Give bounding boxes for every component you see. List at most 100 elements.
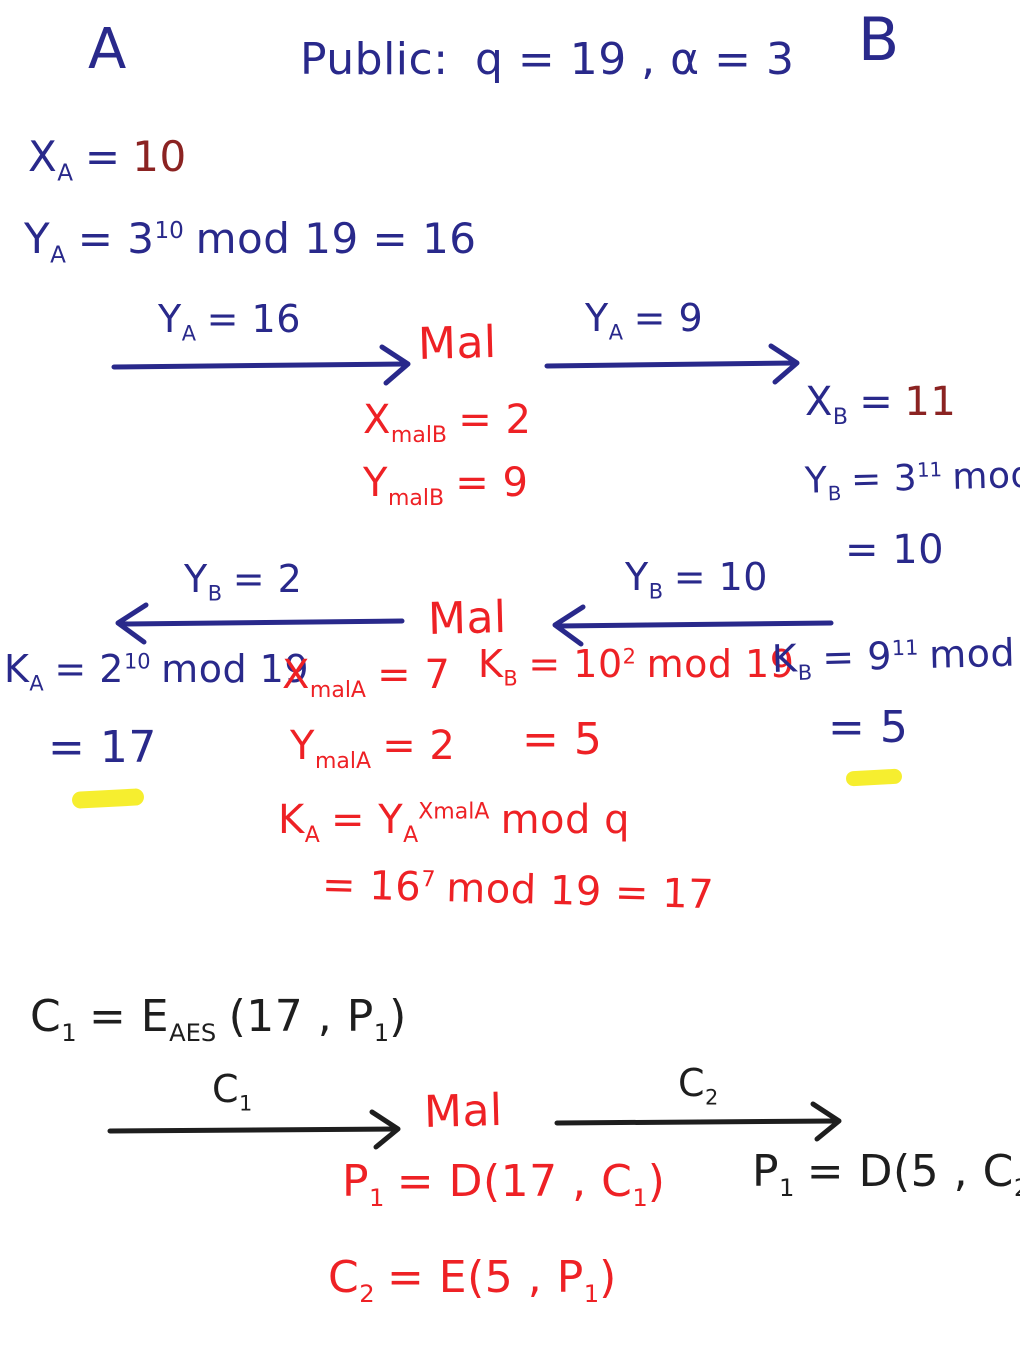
var-sub: A: [50, 242, 66, 269]
arrow-label-ya16: YA= 16: [158, 300, 301, 345]
var-sub: malB: [390, 423, 448, 448]
var-sub: B: [797, 660, 813, 685]
equals: = 3: [77, 214, 155, 263]
value: = 2: [232, 557, 303, 601]
equals: = 9: [821, 633, 893, 680]
equals: = 2: [54, 647, 124, 691]
var-sub2: 1: [583, 1279, 600, 1308]
value: = 7: [377, 652, 451, 698]
equals: =: [859, 379, 894, 425]
text-segment: mod 19: [928, 629, 1020, 677]
var-base: C: [328, 1252, 360, 1303]
text-segment: = D(17 , C: [396, 1156, 633, 1207]
var-sub: 2: [705, 1085, 719, 1110]
var-base: Y: [290, 723, 315, 769]
mal-text: Mal: [423, 1084, 504, 1139]
var-base: Y: [184, 557, 208, 601]
var-base: Y: [24, 214, 51, 263]
equals: =: [84, 132, 121, 181]
formula-y-mala: YmalA = 2: [290, 726, 455, 773]
var-sub: B: [207, 581, 223, 606]
exponent: XmalA: [418, 799, 490, 825]
value: = 2: [382, 723, 456, 769]
var-base: C: [30, 991, 62, 1042]
var-base: Y: [804, 460, 828, 502]
arrow-c2: [554, 1101, 842, 1142]
text-segment: mod 19 = 16: [195, 214, 477, 263]
var-sub: B: [648, 579, 664, 604]
var-sub: A: [304, 823, 320, 848]
arrow-mal-to-a: [115, 602, 405, 645]
formula-kb: KB = 911 mod 19: [771, 629, 1020, 685]
text-segment: mod 19: [951, 453, 1020, 498]
var-base: C: [212, 1067, 240, 1111]
var-base: X: [363, 397, 391, 443]
mal-text: Mal: [427, 591, 508, 646]
formula-kb-mal-result: = 5: [522, 718, 602, 762]
close-paren: ): [599, 1252, 617, 1303]
arrow-c1: [107, 1109, 401, 1150]
var-base: P: [342, 1156, 370, 1207]
text-segment: mod 19: [646, 642, 795, 686]
arrow-label-c1: C1: [212, 1070, 252, 1115]
var-base: K: [771, 636, 798, 681]
formula-p1-mal: P1= D(17 , C1): [342, 1160, 665, 1210]
arrow-a-to-mal: [111, 344, 411, 386]
var-sub: 1: [239, 1091, 253, 1116]
var-base: Y: [363, 460, 388, 506]
var-sub: malB: [387, 486, 445, 511]
party-b-label: B: [858, 10, 900, 70]
equals: = 16: [321, 861, 422, 911]
var-base: X: [805, 379, 833, 425]
value: = 10: [845, 527, 945, 573]
exponent: 11: [891, 635, 919, 661]
var-sub: B: [503, 666, 518, 691]
formula-p1-bob: P1= D(5 , C2): [752, 1150, 1020, 1200]
mal-label-1: Mal: [417, 317, 497, 370]
var-base: K: [478, 642, 504, 686]
highlight-ka-result: [71, 788, 145, 809]
formula-xb: XB=11: [805, 382, 956, 429]
var-base: X: [28, 132, 58, 181]
formula-c1: C1= EAES(17 , P1): [30, 995, 407, 1045]
var-sub: A: [57, 160, 74, 187]
var-base: C: [678, 1061, 706, 1105]
var-base: Y: [585, 296, 609, 340]
formula-y-malb: YmalB = 9: [363, 463, 528, 510]
formula-x-malb: XmalB= 2: [363, 400, 531, 447]
arrow-label-yb2: YB = 2: [184, 560, 302, 605]
var-base: K: [4, 647, 30, 691]
arrow-label-c2: C2: [678, 1064, 718, 1109]
var-base: K: [278, 797, 305, 843]
var-sub: A: [181, 321, 197, 346]
value: 11: [904, 379, 957, 425]
mal-label-3: Mal: [423, 1085, 503, 1138]
value: = 17: [48, 722, 157, 773]
text-segment: = E(5 , P: [386, 1252, 584, 1303]
exponent: 11: [916, 458, 943, 482]
var-sub2: 2: [1014, 1174, 1020, 1202]
var-sub2: 1: [632, 1183, 648, 1212]
var-sub: 1: [61, 1018, 77, 1047]
formula-xa: XA=10: [28, 136, 187, 185]
value: = 9: [455, 460, 529, 506]
exponent: 2: [622, 644, 636, 669]
formula-yb-result: = 10: [845, 530, 944, 570]
public-params: q = 19 , α = 3: [474, 34, 795, 85]
mal-label-2: Mal: [427, 592, 507, 645]
equals: = Y: [330, 797, 404, 843]
exponent: 10: [123, 649, 151, 674]
text-segment: mod 19 = 17: [445, 865, 715, 919]
mal-text: Mal: [417, 316, 498, 371]
var-base: P: [752, 1146, 780, 1197]
var-base: Y: [625, 555, 649, 599]
arrow-label-ya9: YA= 9: [585, 299, 703, 344]
formula-ka-result: = 17: [48, 726, 157, 770]
var-sub: malA: [314, 749, 372, 774]
var-sub: A: [608, 320, 624, 345]
public-prefix: Public:: [300, 34, 449, 85]
